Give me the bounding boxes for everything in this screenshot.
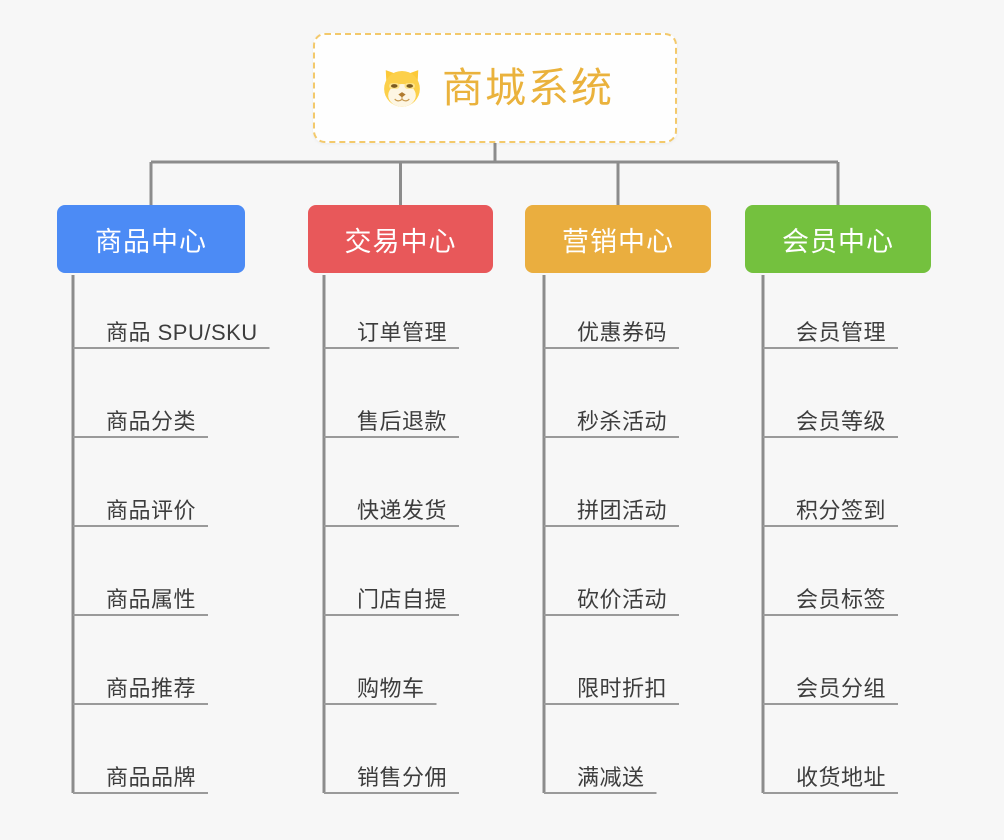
category-label: 交易中心 xyxy=(344,226,457,257)
child-item[interactable]: 会员等级 xyxy=(796,409,887,434)
category-label: 会员中心 xyxy=(782,226,894,257)
child-item[interactable]: 售后退款 xyxy=(357,409,448,434)
child-item[interactable]: 限时折扣 xyxy=(577,676,668,701)
child-item[interactable]: 会员标签 xyxy=(796,587,887,612)
child-item[interactable]: 门店自提 xyxy=(357,587,448,612)
child-item[interactable]: 订单管理 xyxy=(357,320,448,345)
category-box-4[interactable]: 会员中心 xyxy=(745,205,931,273)
child-item[interactable]: 满减送 xyxy=(577,765,645,790)
child-item[interactable]: 快递发货 xyxy=(357,498,448,523)
child-item[interactable]: 销售分佣 xyxy=(357,765,448,790)
child-item[interactable]: 会员分组 xyxy=(796,676,887,701)
child-item[interactable]: 秒杀活动 xyxy=(577,409,668,434)
child-item[interactable]: 会员管理 xyxy=(796,320,887,345)
child-item[interactable]: 商品评价 xyxy=(106,498,197,523)
child-item[interactable]: 商品推荐 xyxy=(106,676,197,701)
child-item[interactable]: 购物车 xyxy=(357,676,425,701)
category-box-3[interactable]: 营销中心 xyxy=(525,205,711,273)
root-title: 商城系统 xyxy=(442,64,614,111)
category-box-2[interactable]: 交易中心 xyxy=(308,205,493,273)
child-item[interactable]: 积分签到 xyxy=(796,498,887,523)
child-item[interactable]: 商品分类 xyxy=(106,409,197,434)
category-box-1[interactable]: 商品中心 xyxy=(57,205,245,273)
child-item[interactable]: 商品 SPU/SKU xyxy=(106,320,258,345)
shiba-dog-icon xyxy=(384,70,420,107)
child-item[interactable]: 砍价活动 xyxy=(577,587,668,612)
child-item[interactable]: 商品属性 xyxy=(106,587,197,612)
child-item[interactable]: 收货地址 xyxy=(796,765,887,790)
child-item[interactable]: 优惠券码 xyxy=(577,320,668,345)
child-item[interactable]: 拼团活动 xyxy=(577,498,668,523)
child-item[interactable]: 商品品牌 xyxy=(106,765,197,790)
category-label: 商品中心 xyxy=(95,226,207,257)
root-node[interactable]: 商城系统 xyxy=(313,33,677,143)
category-label: 营销中心 xyxy=(562,226,674,257)
